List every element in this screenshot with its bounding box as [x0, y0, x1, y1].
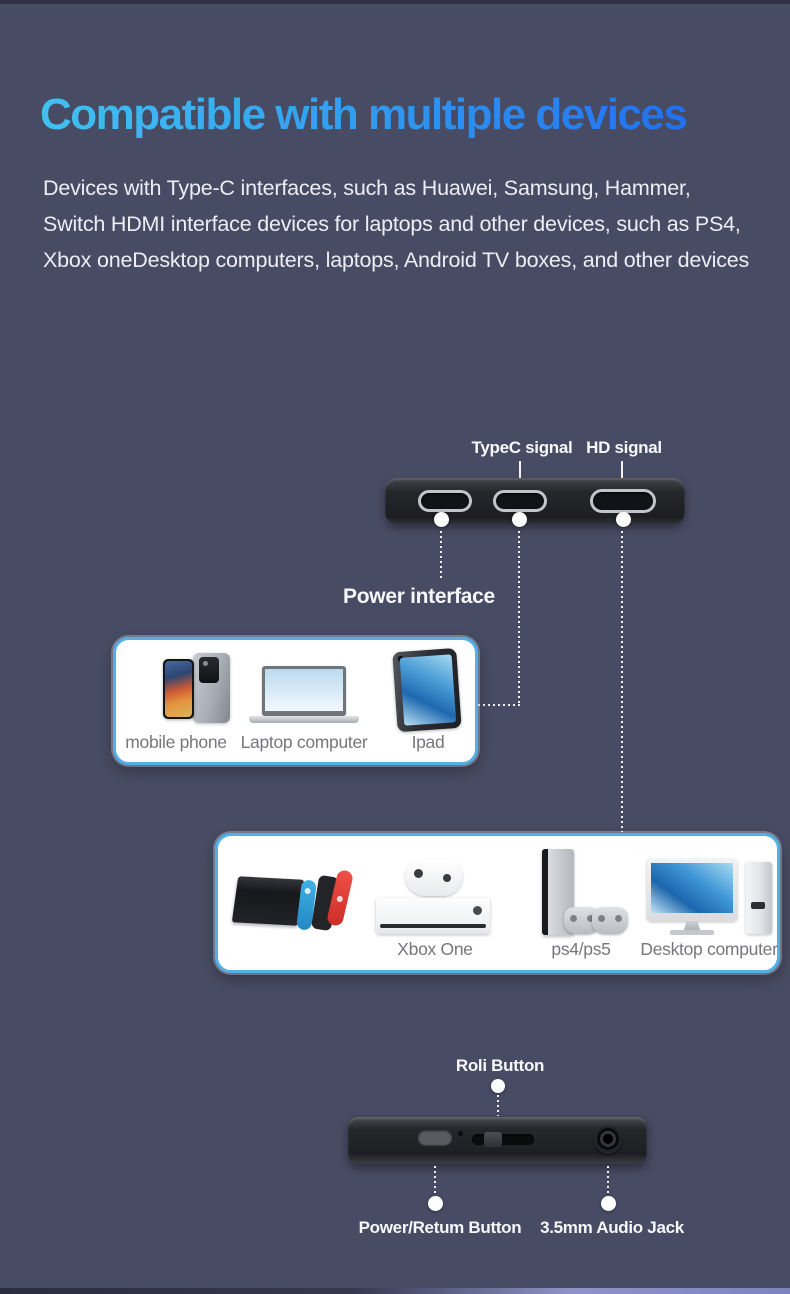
tablet-image — [390, 647, 466, 735]
ps-controller-2 — [592, 907, 628, 934]
desktop-computer-label: Desktop computer — [640, 939, 778, 959]
ipad-label: Ipad — [411, 732, 445, 752]
mobile-phone-label: mobile phone — [125, 732, 227, 752]
roli-button-icon — [472, 1132, 534, 1147]
audio-jack-node — [601, 1196, 616, 1211]
smartphone-back-image — [193, 653, 230, 723]
power-return-connector-line — [434, 1166, 436, 1195]
intro-line-3: Xbox oneDesktop computers, laptops, Andr… — [43, 248, 750, 272]
desktop-screen — [651, 863, 733, 913]
roli-button-label: Roli Button — [455, 1056, 545, 1075]
audio-jack-connector-line — [607, 1166, 609, 1195]
smartphone-front-image — [163, 659, 194, 719]
desktop-tower — [746, 862, 772, 934]
xbox-logo-icon — [473, 906, 482, 915]
joycon-stick — [304, 887, 312, 895]
roli-connector-line — [497, 1095, 499, 1116]
playstation-image — [536, 849, 631, 939]
phone-screen — [165, 661, 192, 717]
roli-knob — [484, 1132, 502, 1147]
xbox-one-label: Xbox One — [397, 939, 473, 959]
xbox-vent — [380, 924, 486, 928]
audio-jack-label: 3.5mm Audio Jack — [540, 1218, 684, 1237]
typec-devices-box: mobile phone Laptop computer Ipad — [113, 637, 478, 765]
power-port-node — [434, 512, 449, 527]
ps4-ps5-label: ps4/ps5 — [551, 939, 611, 959]
power-port-icon — [418, 490, 472, 512]
hd-connector-line — [621, 531, 623, 832]
typec-connector-line-vertical — [518, 531, 520, 706]
monitor-edge-buttons-image — [348, 1117, 647, 1164]
power-return-button-icon — [418, 1130, 452, 1145]
power-connector-line — [440, 531, 442, 578]
monitor-edge-ports-image — [385, 478, 685, 524]
roli-button-node — [491, 1079, 505, 1093]
intro-line-1: Devices with Type-C interfaces, such as … — [43, 176, 691, 200]
smartphone-image — [138, 652, 238, 724]
hd-port-node — [616, 512, 631, 527]
bottom-edge-strip — [0, 1288, 790, 1294]
typec-port-icon — [493, 490, 547, 512]
power-return-node — [428, 1196, 443, 1211]
typec-signal-label: TypeC signal — [471, 438, 573, 457]
power-return-button-label: Power/Retum Button — [358, 1218, 522, 1237]
hd-port-icon — [590, 489, 656, 513]
indicator-dot-icon — [458, 1131, 463, 1136]
intro-paragraph: Devices with Type-C interfaces, such as … — [43, 170, 773, 278]
hd-devices-box: Xbox One ps4/ps5 Desktop computer — [215, 833, 780, 973]
page-title: Compatible with multiple devices — [40, 90, 688, 139]
xbox-controller — [405, 860, 463, 896]
phone-camera-icon — [199, 657, 219, 683]
xbox-one-image — [376, 856, 494, 938]
intro-line-2: Switch HDMI interface devices for laptop… — [43, 212, 741, 236]
top-edge-strip — [0, 0, 790, 4]
desktop-stand — [684, 921, 700, 930]
desktop-base — [670, 930, 714, 935]
desktop-computer-image — [643, 859, 778, 939]
joycon-buttons — [336, 895, 344, 903]
laptop-image — [249, 666, 359, 726]
laptop-base — [249, 716, 359, 723]
audio-jack-icon — [594, 1126, 622, 1154]
switch-dock — [231, 876, 305, 926]
tower-drive-slot — [751, 902, 765, 909]
laptop-screen — [262, 666, 346, 716]
nintendo-switch-image — [231, 866, 355, 934]
hd-signal-label: HD signal — [586, 438, 662, 457]
typec-connector-line-horizontal — [478, 704, 520, 706]
xbox-console — [376, 898, 490, 934]
tablet-screen — [399, 654, 457, 726]
laptop-computer-label: Laptop computer — [240, 732, 368, 752]
tablet-body — [392, 647, 462, 733]
typec-port-node — [512, 512, 527, 527]
desktop-monitor — [647, 859, 737, 921]
power-interface-label: Power interface — [343, 585, 495, 608]
